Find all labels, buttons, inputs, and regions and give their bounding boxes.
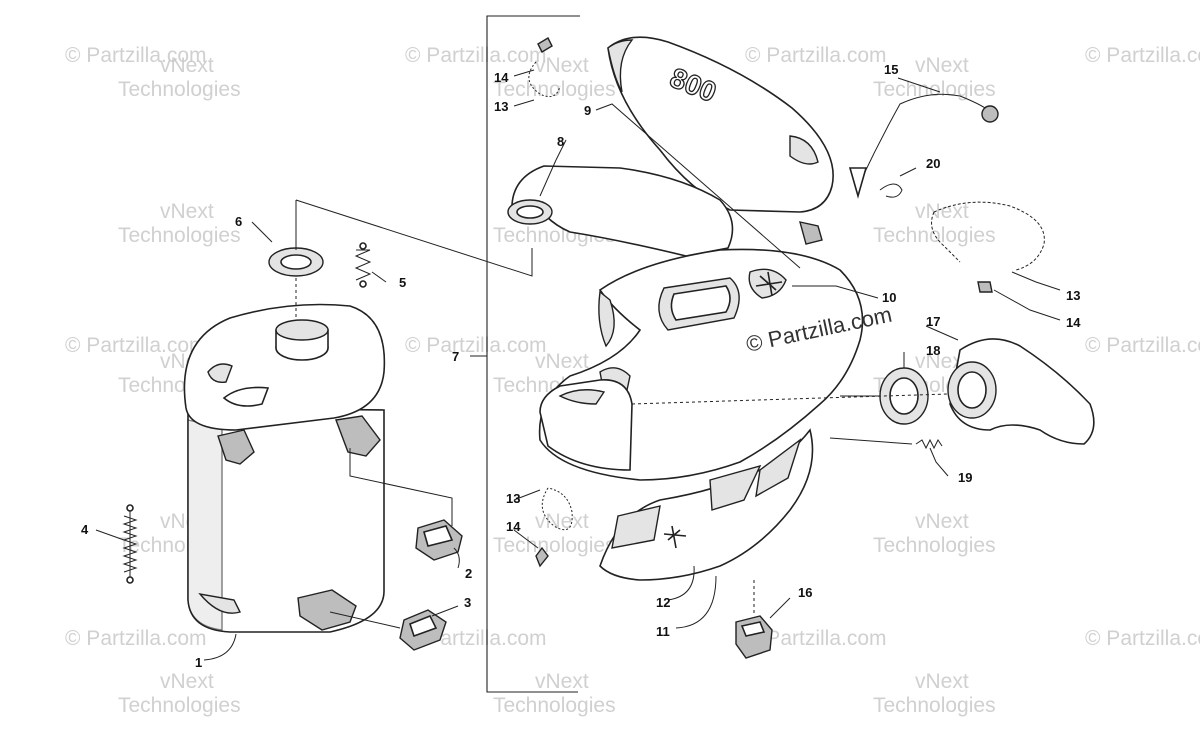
- callout-20: 20: [926, 156, 940, 171]
- mount-bracket-2: [415, 519, 463, 561]
- callout-16: 16: [798, 585, 812, 600]
- watermark-vnext: vNext: [915, 54, 969, 77]
- watermark-technologies: Technologies: [118, 694, 241, 717]
- spring-19: [915, 438, 943, 450]
- watermark-technologies: Technologies: [873, 534, 996, 557]
- leader-lines: [95, 69, 1061, 661]
- watermark-technologies: Technologies: [873, 224, 996, 247]
- callout-6: 6: [235, 214, 242, 229]
- callout-7: 7: [452, 349, 459, 364]
- watermark-partzilla: © Partzilla.com: [1085, 334, 1200, 357]
- callout-13: 13: [1066, 288, 1080, 303]
- watermark-partzilla: © Partzilla.com: [65, 334, 207, 357]
- lower-shell-11: [599, 428, 814, 581]
- watermark-partzilla: © Partzilla.com: [745, 627, 887, 650]
- watermark-technologies: Technologies: [873, 694, 996, 717]
- callout-14: 14: [506, 519, 521, 534]
- callout-17: 17: [926, 314, 940, 329]
- callout-4: 4: [81, 522, 89, 537]
- callout-13: 13: [494, 99, 508, 114]
- watermark-technologies: Technologies: [493, 78, 616, 101]
- watermark-vnext: vNext: [535, 670, 589, 693]
- spring-clip-14: [535, 37, 993, 568]
- watermark-technologies: Technologies: [118, 224, 241, 247]
- callout-1: 1: [195, 655, 202, 670]
- watermark-partzilla: © Partzilla.com: [65, 627, 207, 650]
- spring-cable-13: [528, 61, 1045, 531]
- callout-8: 8: [557, 134, 564, 149]
- watermark-technologies: Technologies: [493, 534, 616, 557]
- watermark-vnext: vNext: [915, 510, 969, 533]
- watermark-technologies: Technologies: [118, 78, 241, 101]
- watermark-vnext: vNext: [160, 670, 214, 693]
- watermark-vnext: vNext: [160, 54, 214, 77]
- callout-18: 18: [926, 343, 940, 358]
- callout-11: 11: [656, 624, 670, 639]
- callout-14: 14: [494, 70, 509, 85]
- watermark-vnext: vNext: [915, 350, 969, 373]
- assembly-bracket: [486, 15, 580, 693]
- callout-5: 5: [399, 275, 406, 290]
- callout-13: 13: [506, 491, 520, 506]
- expansion-chamber-body-7: [538, 221, 864, 481]
- callout-14: 14: [1066, 315, 1081, 330]
- watermark-vnext: vNext: [915, 670, 969, 693]
- callout-15: 15: [884, 62, 898, 77]
- watermark-vnext: vNext: [915, 200, 969, 223]
- callout-12: 12: [656, 595, 670, 610]
- callout-10: 10: [882, 290, 896, 305]
- elbow-pipe-8: [507, 165, 734, 257]
- callout-3: 3: [464, 595, 471, 610]
- watermark-vnext: vNext: [160, 200, 214, 223]
- callout-19: 19: [958, 470, 972, 485]
- muffler-canister: [183, 303, 386, 633]
- callout-9: 9: [584, 103, 591, 118]
- ring-18: [879, 367, 929, 425]
- sensor-cable-15: [848, 93, 999, 199]
- callout-2: 2: [465, 566, 472, 581]
- spring-4: [122, 504, 138, 584]
- clip-20: [879, 183, 903, 198]
- watermark-technologies: Technologies: [493, 694, 616, 717]
- gasket-6: [268, 247, 324, 277]
- watermark-partzilla: © Partzilla.com: [65, 44, 207, 67]
- exhaust-manifold-17: [947, 338, 1095, 445]
- mount-bracket-3: [399, 609, 447, 651]
- watermark-partzilla: © Partzilla.com: [405, 334, 547, 357]
- watermark-partzilla: © Partzilla.com: [405, 44, 547, 67]
- callout-labels: 1 2 3 4 5 6 7 8 9 10 11 12 13 13 13 14 1…: [81, 62, 1081, 670]
- watermark-partzilla: © Partzilla.com: [1085, 627, 1200, 650]
- watermark-partzilla: © Partzilla.com: [1085, 44, 1200, 67]
- spring-5: [354, 242, 372, 288]
- grommet-16: [735, 615, 773, 659]
- watermark-vnext: vNext: [535, 54, 589, 77]
- expansion-chamber-9: 800: [607, 36, 834, 213]
- watermark-vnext: vNext: [535, 350, 589, 373]
- watermark-vnext: vNext: [535, 510, 589, 533]
- watermark-partzilla: © Partzilla.com: [745, 44, 887, 67]
- watermark-technologies: Technologies: [873, 78, 996, 101]
